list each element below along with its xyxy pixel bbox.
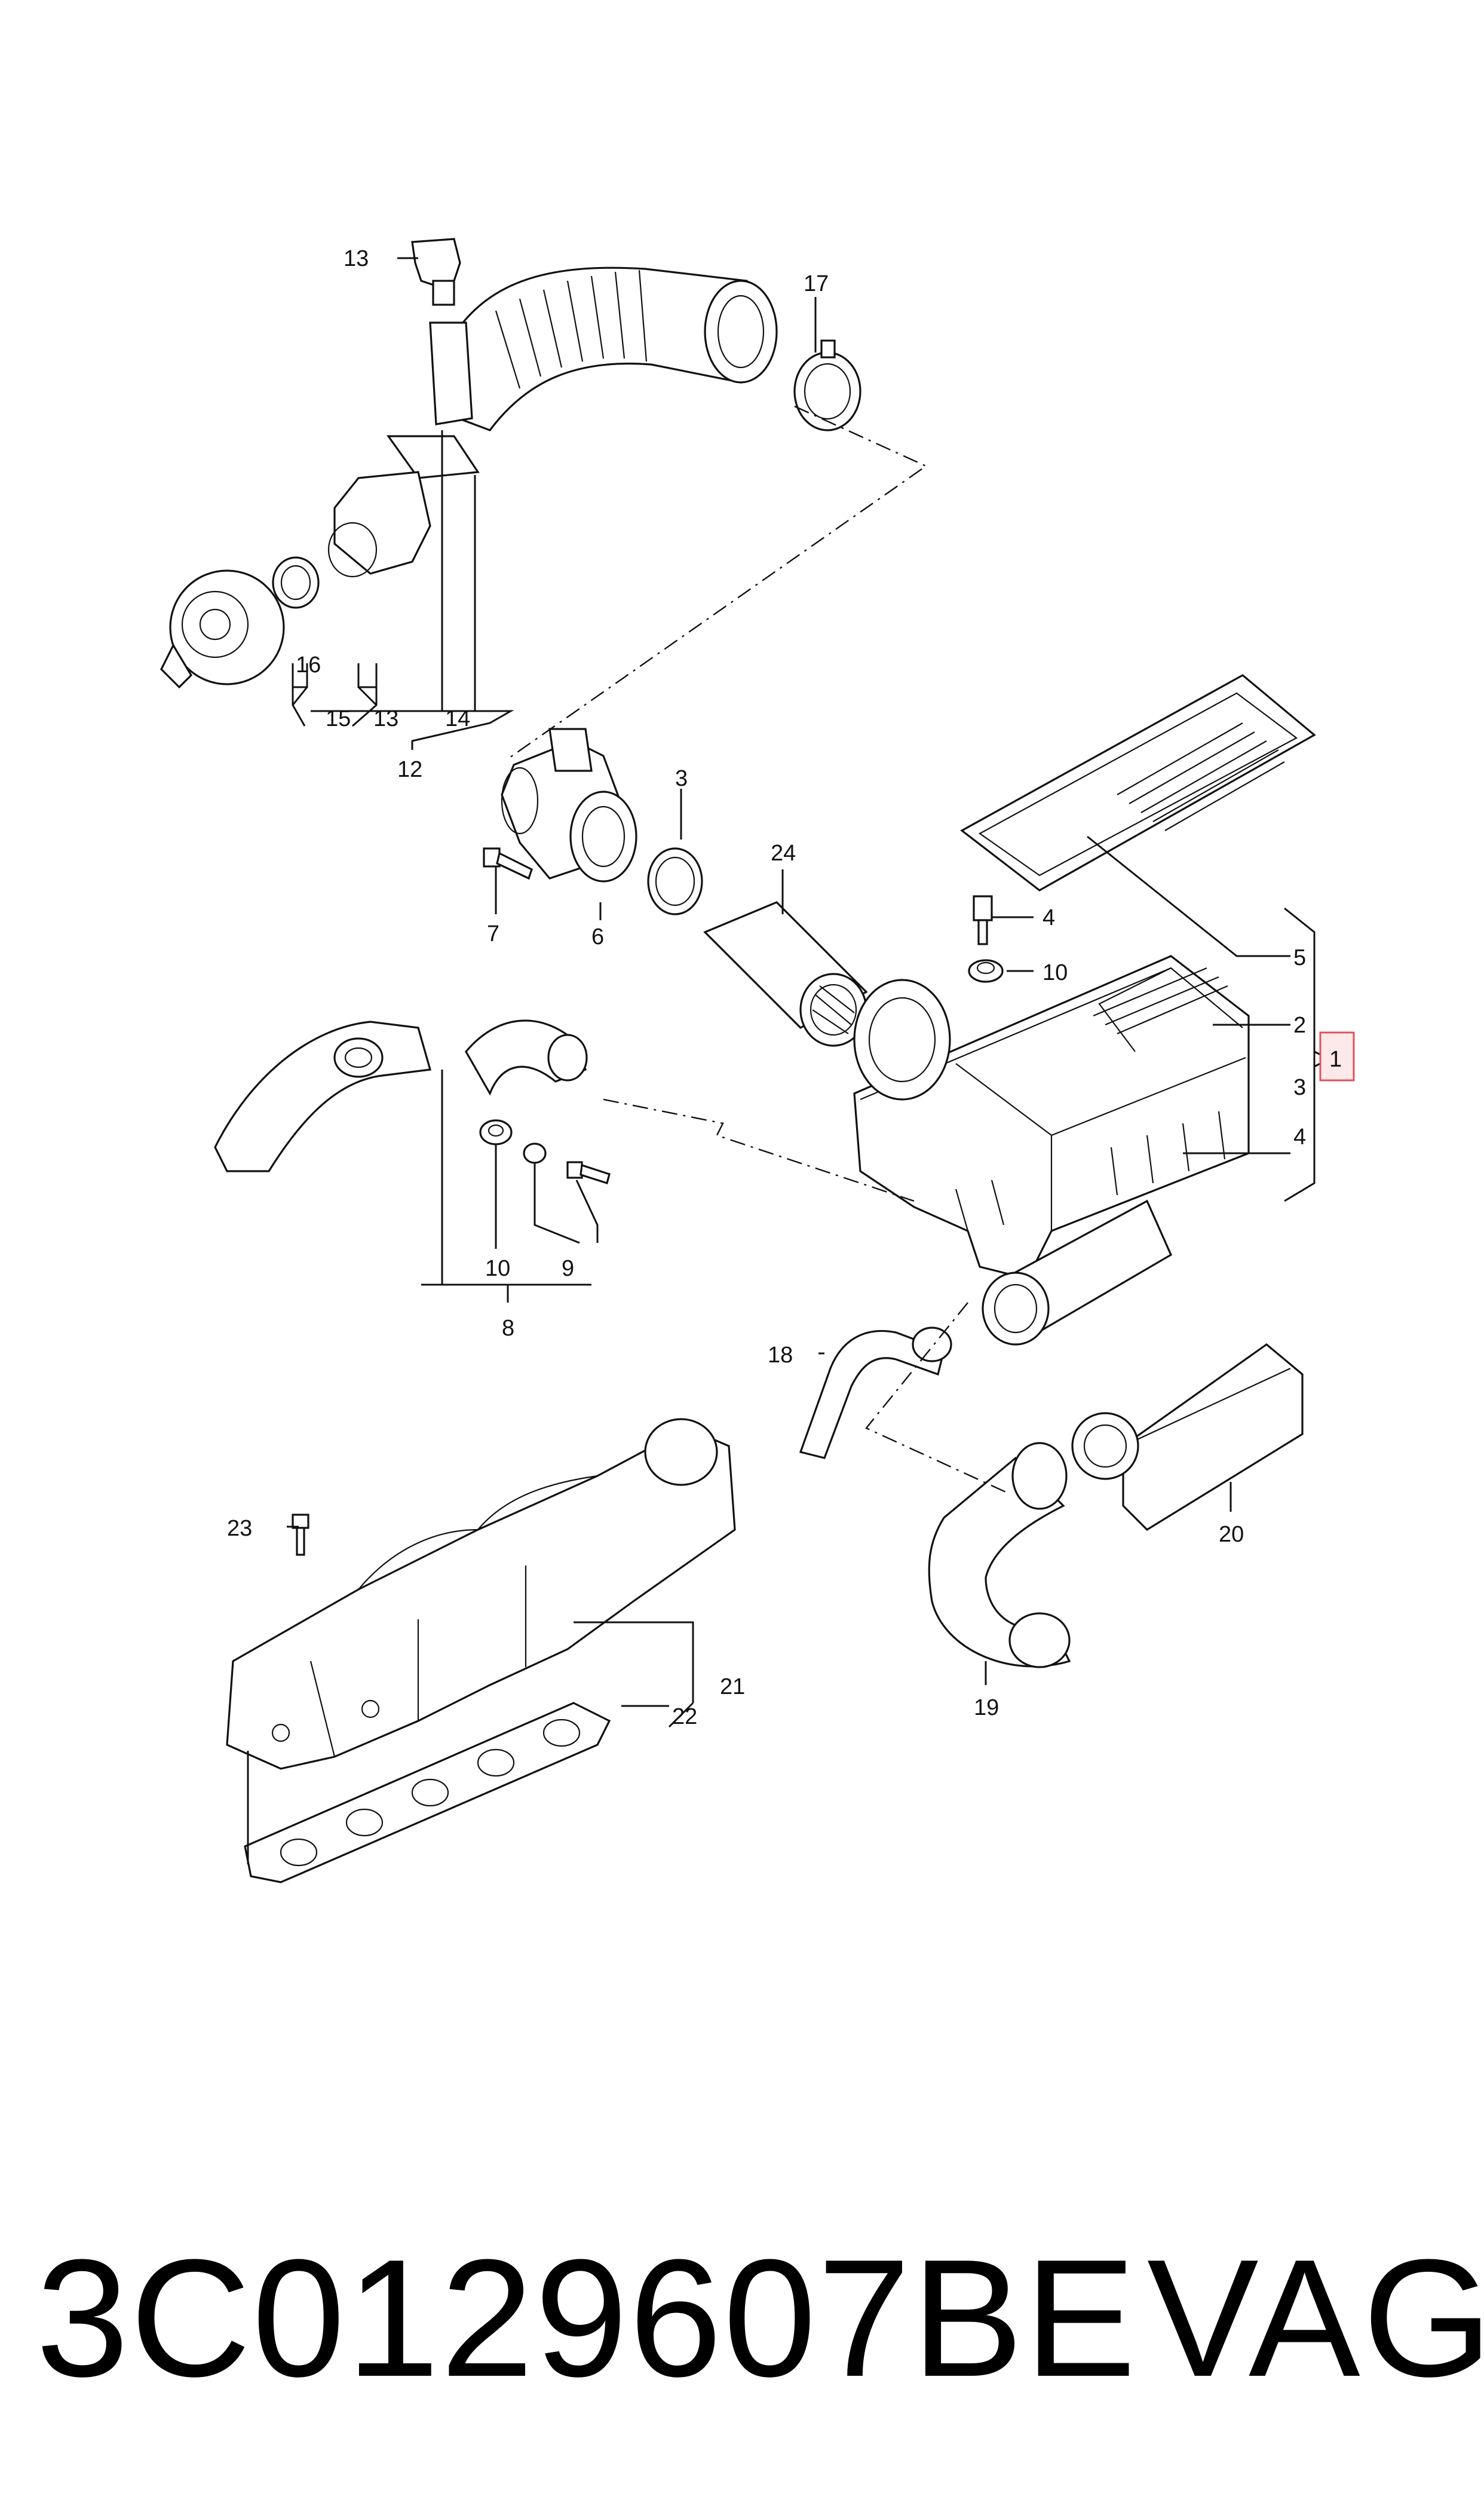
callout-19[interactable]: 19 bbox=[974, 1695, 999, 1720]
callout-17[interactable]: 17 bbox=[804, 271, 829, 296]
intake-manifold-21 bbox=[226, 1418, 736, 1770]
callout-21[interactable]: 21 bbox=[720, 1674, 745, 1699]
callout-7[interactable]: 7 bbox=[487, 921, 499, 946]
bolt-9 bbox=[566, 1161, 611, 1185]
grommet-9 bbox=[523, 1142, 547, 1164]
grommet-10-left bbox=[479, 1119, 513, 1145]
callout-4-right[interactable]: 4 bbox=[1293, 1125, 1306, 1150]
dash-lines bbox=[507, 405, 1010, 1495]
part-number: 3C0129607BE bbox=[36, 2225, 1137, 2412]
callout-20[interactable]: 20 bbox=[1219, 1522, 1244, 1547]
screw-23 bbox=[292, 1514, 309, 1556]
callout-3-oring[interactable]: 3 bbox=[675, 766, 688, 791]
callout-9[interactable]: 9 bbox=[562, 1256, 574, 1281]
callout-6[interactable]: 6 bbox=[591, 924, 604, 949]
callout-10-left[interactable]: 10 bbox=[485, 1256, 510, 1281]
callout-18[interactable]: 18 bbox=[768, 1343, 793, 1368]
callout-15[interactable]: 15 bbox=[326, 706, 351, 731]
filter-housing-1 bbox=[853, 955, 1250, 1346]
leader-lines bbox=[247, 257, 1332, 1864]
screen-24 bbox=[703, 901, 868, 1047]
hose-clamp-17 bbox=[793, 339, 861, 431]
callout-5[interactable]: 5 bbox=[1293, 945, 1306, 970]
breather-hose-18 bbox=[799, 1327, 952, 1459]
callout-2[interactable]: 2 bbox=[1293, 1013, 1306, 1038]
callout-16[interactable]: 16 bbox=[296, 653, 321, 678]
callout-3-right[interactable]: 3 bbox=[1293, 1075, 1306, 1100]
air-pipe-19 bbox=[928, 1442, 1071, 1668]
filter-lid-5 bbox=[960, 674, 1316, 892]
bolt-7 bbox=[483, 847, 533, 880]
intake-hose-assembly bbox=[160, 238, 778, 689]
callout-13-top[interactable]: 13 bbox=[344, 246, 369, 271]
callout-22[interactable]: 22 bbox=[672, 1704, 697, 1729]
intake-duct-20 bbox=[1071, 1343, 1304, 1531]
callout-10-right[interactable]: 10 bbox=[1043, 960, 1068, 985]
callout-4-screw[interactable]: 4 bbox=[1043, 905, 1055, 930]
grommet-10 bbox=[968, 959, 1004, 983]
callout-8[interactable]: 8 bbox=[502, 1316, 514, 1341]
gasket-22 bbox=[244, 1702, 611, 1883]
brand-name: VAG bbox=[1147, 2225, 1484, 2412]
callout-14[interactable]: 14 bbox=[445, 706, 470, 731]
air-mass-meter-6 bbox=[501, 728, 637, 883]
o-ring-3 bbox=[647, 847, 703, 915]
callout-1-highlight bbox=[1319, 1031, 1355, 1082]
callout-labels: 1 2 3 3 4 4 5 6 7 8 9 10 10 12 13 13 14 … bbox=[227, 246, 1342, 1729]
callout-12[interactable]: 12 bbox=[397, 757, 422, 782]
callout-13-mid[interactable]: 13 bbox=[373, 706, 398, 731]
callout-24[interactable]: 24 bbox=[771, 841, 796, 866]
callout-1[interactable]: 1 bbox=[1329, 1047, 1342, 1072]
callout-23[interactable]: 23 bbox=[227, 1516, 252, 1541]
screw-4 bbox=[973, 895, 993, 945]
intake-pipe-8 bbox=[214, 1019, 588, 1172]
